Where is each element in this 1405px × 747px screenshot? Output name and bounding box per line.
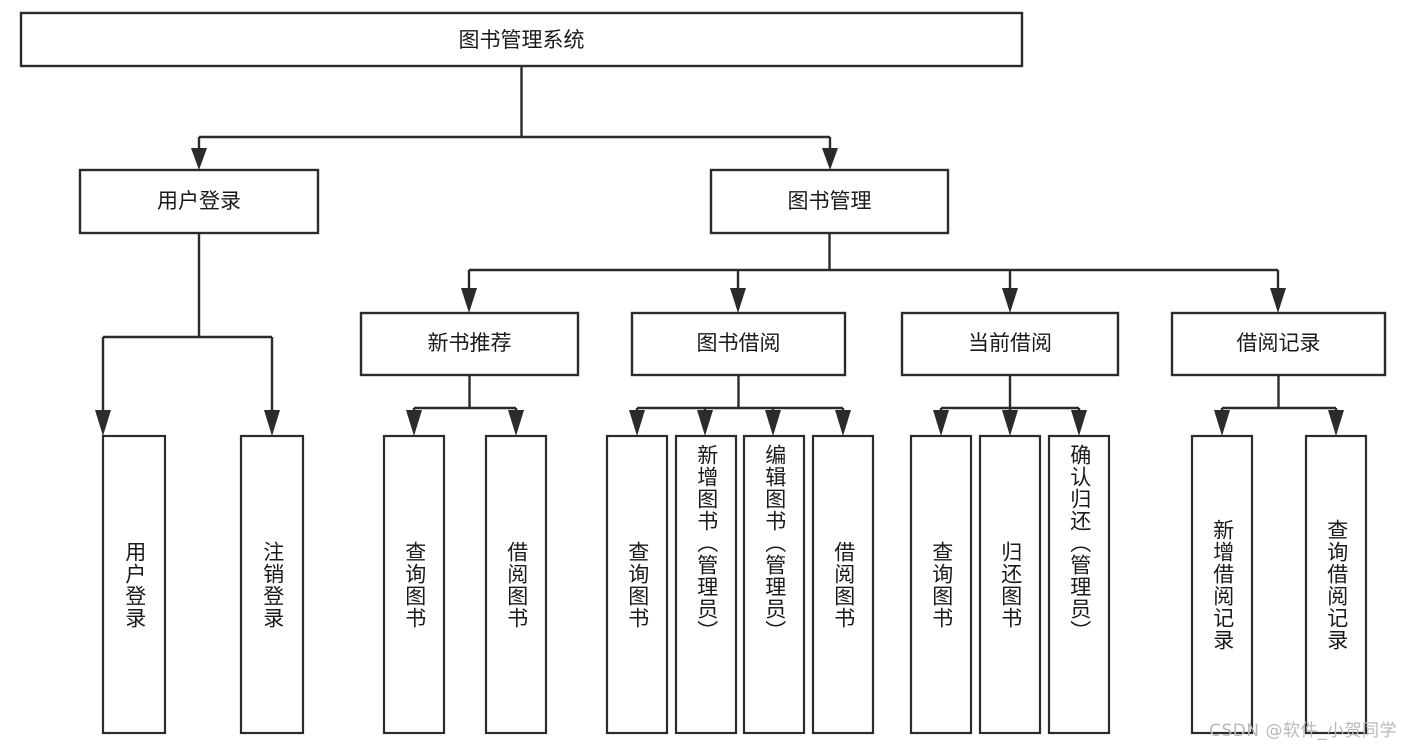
leaf-box-user-login[interactable] (101, 434, 167, 735)
node-borrow-record-label: 借阅记录 (1237, 331, 1321, 355)
leaf-box-nbr-borrow-book[interactable] (484, 434, 548, 735)
arrow-cb-leaf-3 (1071, 410, 1087, 436)
arrow-br-leaf-2 (1328, 410, 1344, 436)
node-user-login-label: 用户登录 (157, 189, 241, 213)
node-new-book-recommend-box[interactable] (359, 311, 580, 377)
node-user-login[interactable]: 用户登录 (78, 168, 320, 235)
node-book-management[interactable]: 图书管理 (709, 168, 950, 235)
leaf-box-bb-query-book[interactable] (605, 434, 669, 735)
arrow-bb-leaf-1 (629, 410, 645, 436)
leaf-box-cb-confirm-return[interactable] (1047, 434, 1111, 735)
arrow-to-current-borrow (1002, 288, 1018, 313)
leaf-box-cb-return-book[interactable] (978, 434, 1042, 735)
leaf-box-bb-edit-book[interactable] (742, 434, 806, 735)
arrow-to-borrow-record (1270, 288, 1286, 313)
leaf-box-bb-add-book[interactable] (674, 434, 738, 735)
arrow-br-leaf-1 (1214, 410, 1230, 436)
arrow-cb-leaf-1 (933, 410, 949, 436)
arrow-to-leaf-user-login (95, 410, 111, 436)
leaf-box-bb-borrow-book[interactable] (811, 434, 875, 735)
node-root[interactable]: 图书管理系统 (19, 11, 1024, 68)
arrow-nbr-leaf-1 (406, 410, 422, 436)
arrow-root-to-user-login (191, 148, 207, 170)
leaf-box-logout[interactable] (239, 434, 305, 735)
node-current-borrow[interactable]: 当前借阅 (900, 311, 1120, 377)
node-root-label: 图书管理系统 (459, 28, 585, 52)
arrow-to-new-book-recommend (461, 288, 477, 313)
node-root-box[interactable] (19, 11, 1024, 68)
arrow-nbr-leaf-2 (508, 410, 524, 436)
arrow-to-leaf-logout (264, 410, 280, 436)
node-book-borrow-box[interactable] (630, 311, 847, 377)
node-current-borrow-label: 当前借阅 (968, 331, 1052, 355)
leaf-box-cb-query-book[interactable] (909, 434, 973, 735)
arrow-cb-leaf-2 (1002, 410, 1018, 436)
node-borrow-record-box[interactable] (1170, 311, 1387, 377)
node-current-borrow-box[interactable] (900, 311, 1120, 377)
arrow-bb-leaf-4 (835, 410, 851, 436)
leaf-box-br-add-record[interactable] (1190, 434, 1254, 735)
arrow-bb-leaf-3 (765, 410, 781, 436)
node-new-book-recommend-label: 新书推荐 (428, 331, 512, 355)
arrow-to-book-borrow (730, 288, 746, 313)
node-book-management-box[interactable] (709, 168, 950, 235)
node-book-borrow-label: 图书借阅 (697, 331, 781, 355)
node-book-management-label: 图书管理 (788, 189, 872, 213)
node-book-borrow[interactable]: 图书借阅 (630, 311, 847, 377)
leaf-box-nbr-query-book[interactable] (382, 434, 446, 735)
arrow-bb-leaf-2 (697, 410, 713, 436)
node-new-book-recommend[interactable]: 新书推荐 (359, 311, 580, 377)
node-borrow-record[interactable]: 借阅记录 (1170, 311, 1387, 377)
leaf-box-br-query-record[interactable] (1304, 434, 1368, 735)
csdn-watermark: CSDN @软件_小贺同学 (1209, 721, 1397, 741)
arrow-root-to-book-mgmt (822, 148, 838, 170)
